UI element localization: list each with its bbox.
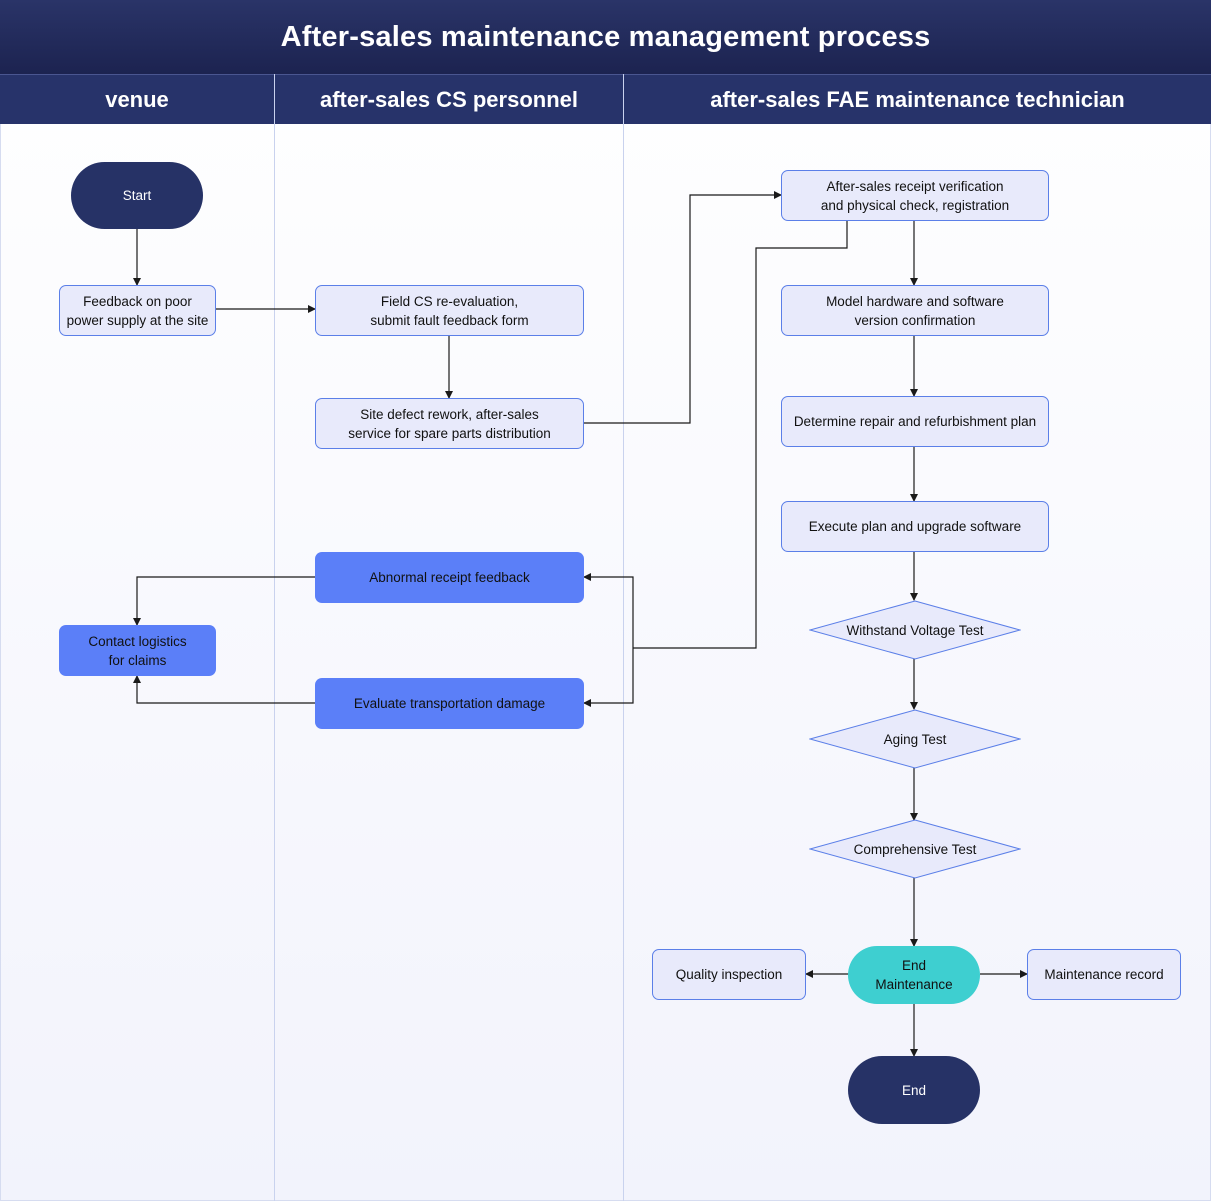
start-node[interactable]: Start <box>71 162 203 229</box>
decision-label: Withstand Voltage Test <box>846 622 984 638</box>
execute-plan-node[interactable]: Execute plan and upgrade software <box>781 501 1049 552</box>
field-cs-reevaluation-node[interactable]: Field CS re-evaluation, submit fault fee… <box>315 285 584 336</box>
contact-logistics-node[interactable]: Contact logistics for claims <box>59 625 216 676</box>
diamond-shape <box>809 709 1021 769</box>
decision-label: Aging Test <box>883 731 947 747</box>
feedback-poor-power-node[interactable]: Feedback on poor power supply at the sit… <box>59 285 216 336</box>
lane-divider <box>623 74 624 1201</box>
lane-divider <box>274 74 275 1201</box>
repair-plan-node[interactable]: Determine repair and refurbishment plan <box>781 396 1049 447</box>
site-defect-rework-node[interactable]: Site defect rework, after-sales service … <box>315 398 584 449</box>
maintenance-record-node[interactable]: Maintenance record <box>1027 949 1181 1000</box>
lane-header-fae-technician: after-sales FAE maintenance technician <box>624 74 1211 124</box>
withstand-voltage-test-decision[interactable]: Withstand Voltage Test <box>809 600 1021 660</box>
evaluate-transport-damage-node[interactable]: Evaluate transportation damage <box>315 678 584 729</box>
lane-header-cs-personnel: after-sales CS personnel <box>275 74 623 124</box>
end-node[interactable]: End <box>848 1056 980 1124</box>
version-confirmation-node[interactable]: Model hardware and software version conf… <box>781 285 1049 336</box>
diagram-title: After-sales maintenance management proce… <box>0 0 1211 74</box>
lane-header-venue: venue <box>0 74 274 124</box>
decision-label: Comprehensive Test <box>853 841 977 857</box>
abnormal-receipt-feedback-node[interactable]: Abnormal receipt feedback <box>315 552 584 603</box>
diamond-shape <box>809 600 1021 660</box>
end-maintenance-node[interactable]: End Maintenance <box>848 946 980 1004</box>
comprehensive-test-decision[interactable]: Comprehensive Test <box>809 819 1021 879</box>
receipt-verification-node[interactable]: After-sales receipt verification and phy… <box>781 170 1049 221</box>
diamond-shape <box>809 819 1021 879</box>
aging-test-decision[interactable]: Aging Test <box>809 709 1021 769</box>
quality-inspection-node[interactable]: Quality inspection <box>652 949 806 1000</box>
